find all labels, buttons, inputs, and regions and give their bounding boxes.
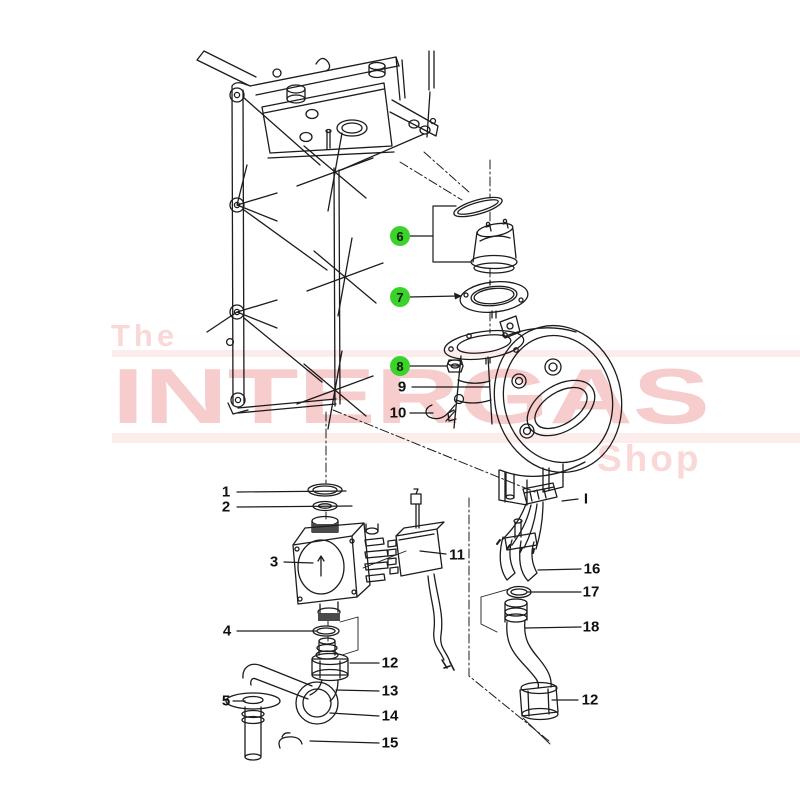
callout-7-highlighted[interactable]: 7 <box>390 287 410 307</box>
trap-flange <box>225 692 281 710</box>
ignition-unit <box>387 488 455 671</box>
callout-4: 4 <box>222 622 232 640</box>
callout-6-highlighted[interactable]: 6 <box>390 226 410 246</box>
callout-18: 18 <box>582 618 600 636</box>
centerlines <box>325 151 550 742</box>
callout-9: 9 <box>397 378 407 396</box>
callout-17: 17 <box>582 583 600 601</box>
venturi-assembly <box>453 196 518 274</box>
callout-3: 3 <box>269 553 279 571</box>
clip-15 <box>278 732 303 749</box>
o-ring-1 <box>307 483 343 497</box>
callout-16: 16 <box>583 560 601 578</box>
drain-pipe-assembly <box>480 518 559 745</box>
callout-11: 11 <box>449 546 465 564</box>
callout-13: 13 <box>381 682 399 700</box>
callout-I: I <box>583 490 589 508</box>
condensate-trap <box>225 637 349 761</box>
siphon-nut <box>311 658 349 676</box>
callout-5: 5 <box>221 692 231 710</box>
flange-nut <box>446 359 464 373</box>
flange-gasket <box>459 280 529 319</box>
leader-lines <box>232 205 582 744</box>
union-nut <box>519 685 559 717</box>
retaining-clip <box>425 404 456 422</box>
callout-15: 15 <box>381 734 399 752</box>
callout-2: 2 <box>221 498 231 516</box>
gas-valve <box>292 483 407 656</box>
heat-exchanger-panel <box>196 50 439 430</box>
callout-14: 14 <box>381 707 399 725</box>
fan-assembly <box>425 315 623 506</box>
callout-10: 10 <box>389 404 407 422</box>
callout-8-highlighted[interactable]: 8 <box>390 356 410 376</box>
callout-12-pipe: 12 <box>581 691 599 709</box>
callout-1: 1 <box>221 483 231 501</box>
callout-12-siphon: 12 <box>381 654 399 672</box>
